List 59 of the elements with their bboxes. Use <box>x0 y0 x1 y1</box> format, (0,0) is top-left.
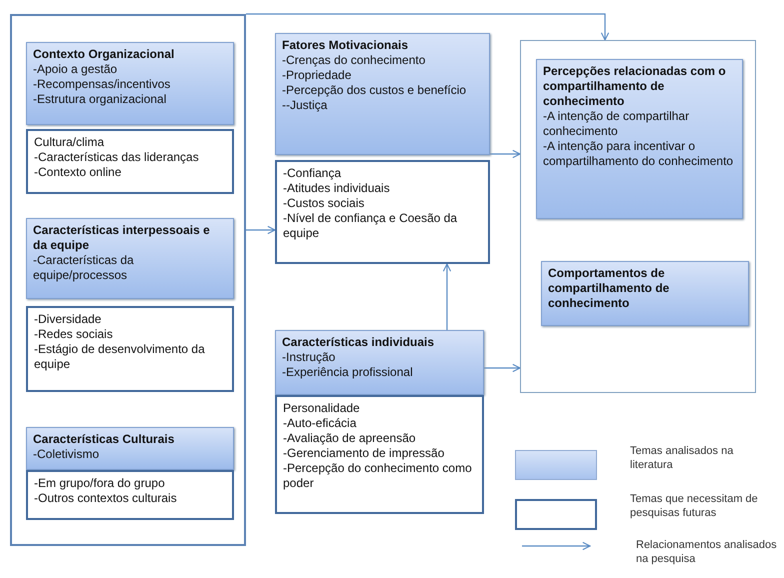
list-item: -Experiência profissional <box>281 365 414 380</box>
arrow <box>484 364 521 372</box>
legend-label: Temas analisados na literatura <box>630 444 734 472</box>
box-heading: Percepções relacionadas com o compartilhamento de conhecimento <box>542 63 727 109</box>
list-item: Cultura/clima <box>33 134 106 150</box>
theme-box <box>26 218 234 299</box>
theme-box <box>275 160 490 264</box>
list-item: -Redes sociais <box>33 327 114 342</box>
list-item: --Justiça <box>281 98 328 113</box>
list-item: -Instrução <box>281 350 336 365</box>
list-item: -Recompensas/incentivos <box>32 77 172 92</box>
box-heading: Características interpessoais e da equipe <box>32 222 211 253</box>
theme-box <box>26 427 234 470</box>
list-item: -Características das lideranças <box>33 150 200 165</box>
list-item: -Percepção dos custos e benefício <box>281 83 468 98</box>
list-item: -Confiança <box>282 165 342 181</box>
list-item: -Estrutura organizacional <box>32 92 168 107</box>
arrow <box>490 150 521 158</box>
list-item: -Auto-eficácia <box>282 416 358 431</box>
list-item: -Crenças do conhecimento <box>281 53 426 68</box>
theme-box <box>26 129 234 194</box>
group-frame <box>520 40 756 393</box>
list-item: -Coletivismo <box>32 447 100 462</box>
box-heading: Fatores Motivacionais <box>281 37 410 53</box>
list-item: -Características da equipe/processos <box>32 253 135 283</box>
legend-label: Temas que necessitam de pesquisas futuras <box>630 492 759 520</box>
list-item: -Estágio de desenvolvimento da equipe <box>33 342 206 372</box>
arrow <box>442 263 452 330</box>
box-heading: Contexto Organizacional <box>32 46 176 62</box>
list-item: -A intenção de compartilhar conhecimento <box>542 109 690 139</box>
arrow <box>246 13 610 41</box>
arrow <box>246 226 276 234</box>
legend-label: Relacionamentos analisados na pesquisa <box>636 538 778 566</box>
list-item: -Em grupo/fora do grupo <box>33 475 166 491</box>
list-item: -Percepção do conhecimento como poder <box>282 461 473 491</box>
theme-box <box>536 59 743 219</box>
list-item: -Diversidade <box>33 311 102 327</box>
list-item: -Propriedade <box>281 68 352 83</box>
box-heading: Características Culturais <box>32 431 176 447</box>
list-item: -Outros contextos culturais <box>33 491 178 506</box>
list-item: -Nível de confiança e Coesão da equipe <box>282 211 458 241</box>
box-heading: Características individuais <box>281 334 436 350</box>
list-item: -A intenção para incentivar o compartilhamento do conhecimento <box>542 139 734 169</box>
theme-box <box>26 42 234 125</box>
theme-box <box>275 395 484 514</box>
list-item: -Apoio a gestão <box>32 62 118 77</box>
list-item: -Contexto online <box>33 165 122 180</box>
list-item: -Gerenciamento de impressão <box>282 446 446 461</box>
list-item: -Atitudes individuais <box>282 181 391 196</box>
group-frame <box>10 14 246 546</box>
box-heading: Comportamentos de compartilhamento de conhecimento <box>547 265 670 311</box>
theme-box <box>26 470 234 520</box>
theme-box <box>275 330 484 395</box>
theme-box <box>275 33 490 155</box>
theme-box <box>26 306 234 392</box>
list-item: Personalidade <box>282 400 361 416</box>
theme-box <box>541 261 749 326</box>
list-item: -Custos sociais <box>282 196 366 211</box>
list-item: -Avaliação de apreensão <box>282 431 417 446</box>
